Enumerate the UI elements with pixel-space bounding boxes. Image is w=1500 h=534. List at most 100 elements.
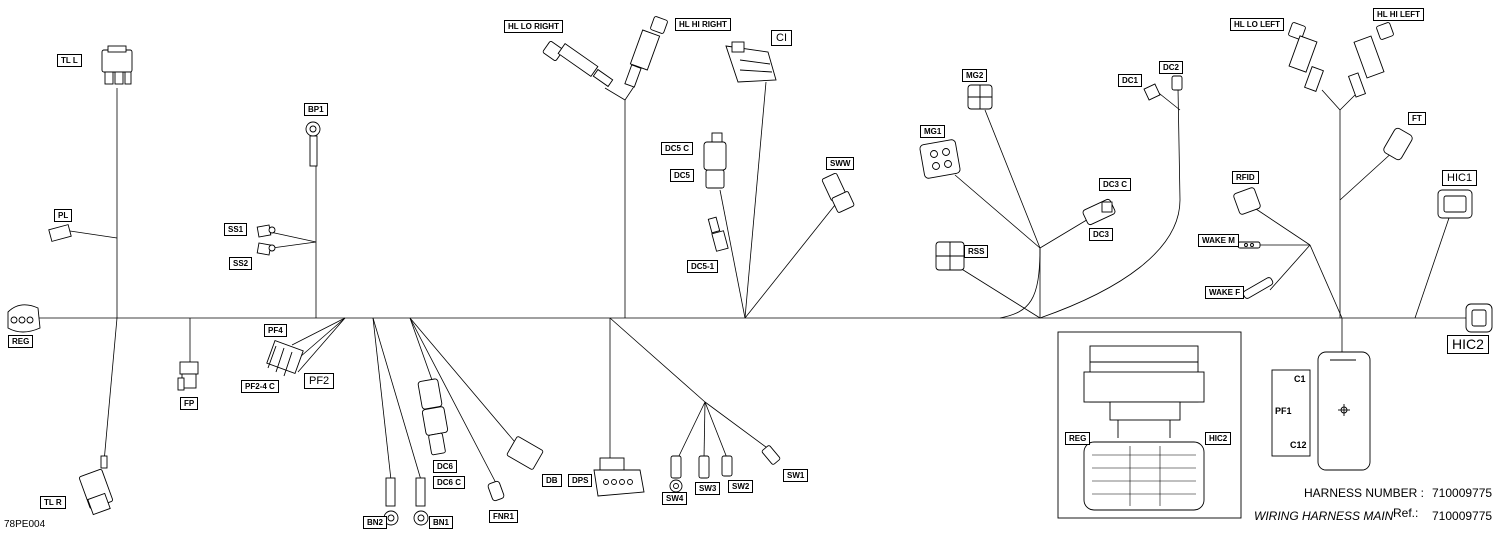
reg-connector xyxy=(7,304,41,333)
label-hic1: HIC1 xyxy=(1442,170,1478,186)
wire-pf-a xyxy=(291,317,346,346)
hic2-connector xyxy=(1465,303,1493,333)
hl-hi-left-connector xyxy=(1347,22,1394,98)
pf1-label-c12: C12 xyxy=(1290,440,1307,450)
label-mg1: MG1 xyxy=(920,125,946,138)
pf1-connector xyxy=(1317,351,1371,471)
bn1-terminal xyxy=(413,477,429,526)
wire-ss1 xyxy=(269,231,317,243)
wire-sw2 xyxy=(704,401,728,459)
wire-rfid xyxy=(1249,204,1311,246)
label-tl-r: TL R xyxy=(40,496,66,509)
wire-bn2 xyxy=(372,317,392,481)
label-dc2: DC2 xyxy=(1159,61,1184,74)
sw1-terminal xyxy=(761,445,781,465)
tl-r-connector xyxy=(79,455,113,516)
wire-dc12 xyxy=(1039,87,1181,319)
label-ci: CI xyxy=(771,30,792,46)
wake-f-terminal xyxy=(1242,277,1274,299)
wire-tl-r xyxy=(103,317,118,463)
bp1-terminal xyxy=(305,121,321,167)
sw2-terminal xyxy=(721,455,733,477)
label-hl-lo-left: HL LO LEFT xyxy=(1230,18,1285,31)
wire-db xyxy=(409,317,521,449)
dc5-1-connector xyxy=(707,216,729,252)
inset-detail xyxy=(1057,331,1242,519)
mg2-connector xyxy=(967,84,993,110)
wire-pf-c xyxy=(297,317,346,373)
label-pf4: PF4 xyxy=(264,324,287,337)
ref-value: 710009775 xyxy=(1432,509,1493,523)
wire-ci xyxy=(744,81,767,319)
wire-hl-hi-left xyxy=(1339,94,1356,111)
pf-connector xyxy=(266,340,304,377)
label-rss: RSS xyxy=(964,245,989,258)
wire-hl-lo-left xyxy=(1321,89,1341,111)
label-dc6: DC6 xyxy=(433,460,458,473)
sw3-terminal xyxy=(698,455,710,479)
dc2-connector xyxy=(1171,75,1183,91)
label-hl-hi-right: HL HI RIGHT xyxy=(675,18,731,31)
wire-rfid-trunk xyxy=(1309,244,1343,319)
wire-mg2 xyxy=(984,109,1041,249)
label-wake-m: WAKE M xyxy=(1198,234,1239,247)
wire-pl xyxy=(69,230,118,239)
wire-dc6 xyxy=(409,317,433,381)
wire-sww xyxy=(744,204,836,319)
label-mg2: MG2 xyxy=(962,69,988,82)
pf1-label-c1: C1 xyxy=(1294,374,1306,384)
label-hl-hi-left: HL HI LEFT xyxy=(1373,8,1424,21)
label-pl: PL xyxy=(54,209,73,222)
wire-dc5 xyxy=(719,189,746,319)
wake-m-terminal xyxy=(1237,241,1261,249)
label-sw3: SW3 xyxy=(695,482,721,495)
wire-bn1 xyxy=(372,317,422,481)
wire-hl-lo-right xyxy=(604,87,626,101)
dc6-connector xyxy=(417,378,449,456)
label-dps: DPS xyxy=(568,474,593,487)
tl-l-connector xyxy=(101,45,133,85)
wire-hic1 xyxy=(1414,214,1451,319)
label-bp1: BP1 xyxy=(304,103,328,116)
hl-lo-left-connector xyxy=(1288,22,1324,92)
label-ss2: SS2 xyxy=(229,257,253,270)
ci-connector xyxy=(725,41,777,83)
label-dc5c: DC5 C xyxy=(661,142,694,155)
label-dc1: DC1 xyxy=(1118,74,1143,87)
sw4-terminal xyxy=(669,455,683,493)
wire-hl-hi-right xyxy=(624,84,636,101)
label-fp: FP xyxy=(180,397,199,410)
dc3-connector xyxy=(1082,198,1116,226)
label-dc6c: DC6 C xyxy=(433,476,466,489)
pf1-label: PF1 xyxy=(1275,406,1292,416)
label-bn2: BN2 xyxy=(363,516,388,529)
wiring-harness-label: WIRING HARNESS MAIN xyxy=(1254,509,1394,523)
label-bn1: BN1 xyxy=(429,516,454,529)
wire-wake-f xyxy=(1269,244,1311,291)
bn2-terminal xyxy=(383,477,399,526)
fp-connector xyxy=(177,361,199,391)
ss2-connector xyxy=(256,242,276,256)
hl-hi-right-connector xyxy=(624,16,668,88)
hic1-connector xyxy=(1437,189,1473,219)
wire-sw3 xyxy=(703,401,706,459)
wire-pf-b xyxy=(299,317,346,358)
label-fnr1: FNR1 xyxy=(489,510,518,523)
db-connector xyxy=(506,436,544,470)
label-ss1: SS1 xyxy=(224,223,248,236)
label-dc3: DC3 xyxy=(1089,228,1114,241)
hl-lo-right-connector xyxy=(542,41,614,88)
label-ft: FT xyxy=(1408,112,1426,125)
label-hic2: HIC2 xyxy=(1447,335,1489,354)
rfid-connector xyxy=(1233,187,1261,215)
label-sw2: SW2 xyxy=(728,480,754,493)
wire-ss2 xyxy=(271,241,317,249)
dc5-connector xyxy=(703,132,727,189)
inset-label-hic2: HIC2 xyxy=(1205,432,1232,445)
figure-code: 78PE004 xyxy=(4,519,46,530)
wire-mg1 xyxy=(954,174,1041,249)
wire-rss xyxy=(959,267,1041,319)
label-sw1: SW1 xyxy=(783,469,809,482)
